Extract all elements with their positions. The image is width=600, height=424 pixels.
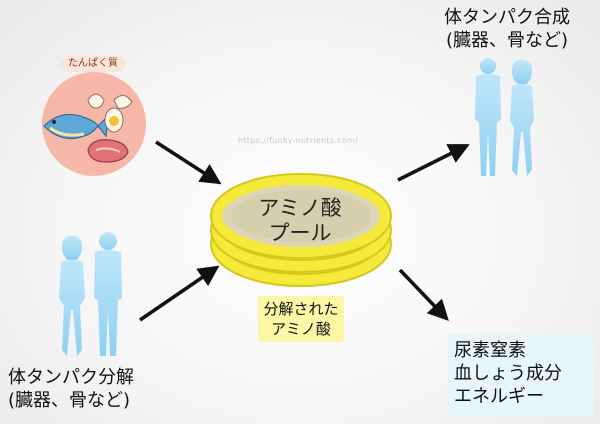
meat-icon [87, 139, 129, 163]
protein-source-label: たんぱく質 [60, 56, 126, 72]
breakdown-people [59, 232, 122, 356]
protein-food-illustration [42, 72, 146, 176]
female-silhouette-icon [59, 236, 85, 356]
body-synthesis-line1: 体タンパク合成 [444, 7, 570, 28]
arrow-icon [155, 140, 222, 185]
output-item-plasma-component: 血しょう成分 [454, 363, 562, 384]
pool-line2: プール [268, 221, 332, 245]
fish-icon [43, 113, 109, 139]
body-synthesis-line2: (臓器、骨など) [445, 30, 569, 51]
output-item-urea-nitrogen: 尿素窒素 [454, 340, 526, 361]
amino-acid-pool [210, 173, 392, 287]
body-breakdown-line1: 体タンパク分解 [8, 367, 134, 388]
outputs-box: 尿素窒素 血しょう成分 エネルギー [448, 334, 594, 416]
body-synthesis-label: 体タンパク合成 (臓器、骨など) [418, 6, 596, 52]
synthesis-people [475, 58, 534, 176]
amino-acid-pool-label: アミノ酸 プール [248, 196, 352, 246]
egg-icon [87, 93, 133, 133]
arrow-icon [139, 265, 220, 322]
pool-line1: アミノ酸 [258, 196, 342, 220]
decomposed-line1: 分解された [263, 300, 339, 318]
male-silhouette-icon [94, 232, 122, 356]
male-silhouette-icon [475, 58, 501, 176]
body-breakdown-line2: (臓器、骨など) [8, 390, 131, 411]
female-silhouette-icon [510, 60, 534, 176]
arrow-icon [398, 268, 449, 322]
body-breakdown-label: 体タンパク分解 (臓器、骨など) [8, 366, 188, 412]
arrow-icon [397, 144, 470, 182]
watermark-text: https://funky-nutrients.com/ [238, 136, 359, 145]
output-item-energy: エネルギー [454, 386, 544, 407]
decomposed-amino-acid-box: 分解された アミノ酸 [258, 296, 344, 342]
decomposed-line2: アミノ酸 [271, 320, 331, 338]
